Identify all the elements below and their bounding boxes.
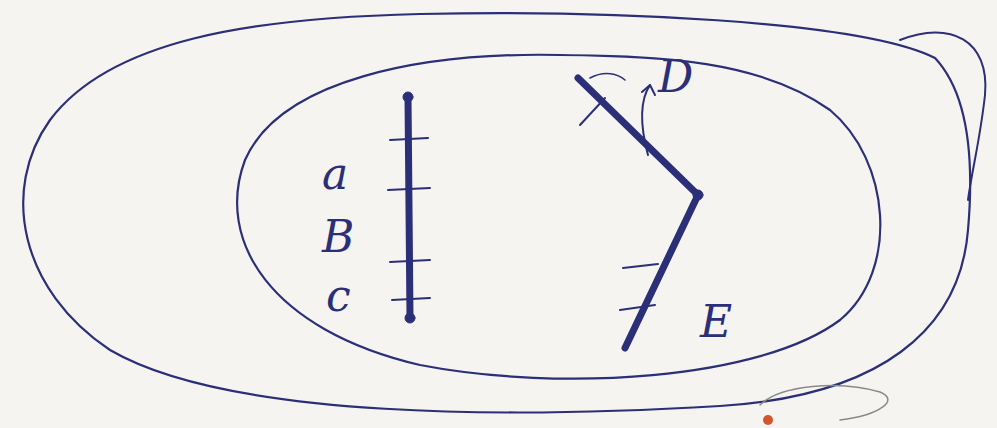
- scribble: [760, 386, 888, 420]
- outer-oval: [23, 13, 970, 412]
- gene-label: E: [700, 300, 732, 344]
- chromosome-bent: [578, 74, 703, 348]
- chromosome-straight: [388, 92, 430, 323]
- gene-label: a: [322, 152, 348, 196]
- gene-label: B: [322, 215, 354, 259]
- inner-oval: [237, 55, 880, 379]
- red-dot: [763, 415, 773, 425]
- gene-label: c: [326, 274, 351, 318]
- gene-label: D: [658, 55, 693, 99]
- outer-loop: [900, 32, 985, 200]
